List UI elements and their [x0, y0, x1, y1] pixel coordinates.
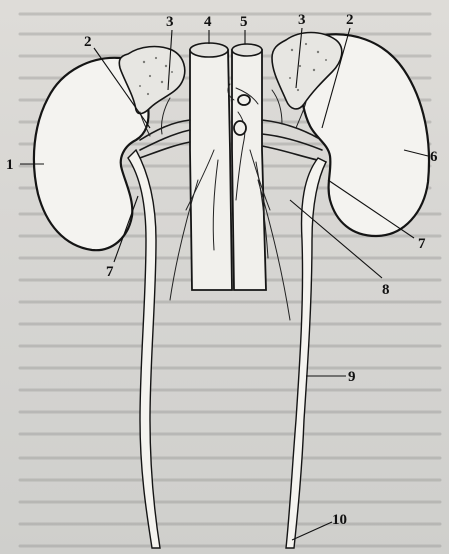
label-3-right: 3: [298, 12, 306, 28]
label-8: 8: [382, 282, 390, 298]
label-4-aorta: 4: [204, 14, 212, 30]
right-ureter: [286, 158, 326, 548]
label-1-kidney: 1: [6, 157, 14, 173]
inferior-vena-cava: [232, 50, 266, 290]
label-7-left: 7: [106, 264, 114, 280]
label-5-vena-cava: 5: [240, 14, 248, 30]
label-10: 10: [332, 512, 347, 528]
label-9-ureter: 9: [348, 369, 356, 385]
label-2-left: 2: [84, 34, 92, 50]
aorta-opening: [190, 43, 228, 57]
vena-cava-opening: [232, 44, 262, 56]
aorta: [190, 50, 232, 290]
label-3-left: 3: [166, 14, 174, 30]
label-7-right: 7: [418, 236, 426, 252]
label-2-right: 2: [346, 12, 354, 28]
label-6-right-kidney: 6: [430, 149, 438, 165]
